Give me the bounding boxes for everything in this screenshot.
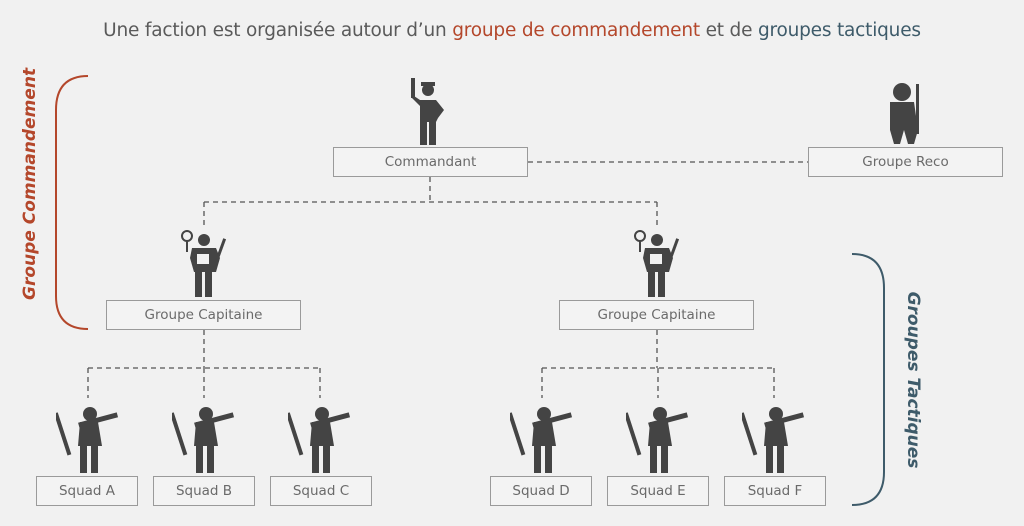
command-bracket xyxy=(55,75,89,330)
soldier-icon xyxy=(626,407,689,473)
captain-icon xyxy=(181,230,227,297)
captain-icon xyxy=(634,230,680,297)
command-group-label: Groupe Commandement xyxy=(20,67,40,300)
soldier-icon xyxy=(172,407,235,473)
recon-sniper-icon xyxy=(890,83,919,144)
commandant-node: Commandant xyxy=(333,147,528,177)
tactical-group-label: Groupes Tactiques xyxy=(903,291,923,469)
title-tactical-highlight: groupes tactiques xyxy=(757,20,921,41)
squad-node: Squad D xyxy=(490,476,592,506)
title-middle: et de xyxy=(699,20,758,41)
squad-node: Squad F xyxy=(724,476,826,506)
squad-node: Squad A xyxy=(36,476,138,506)
squad-node: Squad E xyxy=(607,476,709,506)
soldier-icon xyxy=(288,407,351,473)
soldier-icon xyxy=(510,407,573,473)
soldier-icon xyxy=(742,407,805,473)
recon-group-node: Groupe Reco xyxy=(808,147,1003,177)
officer-icon xyxy=(411,78,444,145)
captain-group-node-right: Groupe Capitaine xyxy=(559,300,754,330)
page-title: Une faction est organisée autour d’un gr… xyxy=(0,20,1024,41)
squad-node: Squad C xyxy=(270,476,372,506)
captain-group-node-left: Groupe Capitaine xyxy=(106,300,301,330)
title-prefix: Une faction est organisée autour d’un xyxy=(103,20,453,41)
squad-node: Squad B xyxy=(153,476,255,506)
tactical-bracket xyxy=(851,253,885,506)
soldier-icon xyxy=(56,407,119,473)
title-command-highlight: groupe de commandement xyxy=(452,20,700,41)
